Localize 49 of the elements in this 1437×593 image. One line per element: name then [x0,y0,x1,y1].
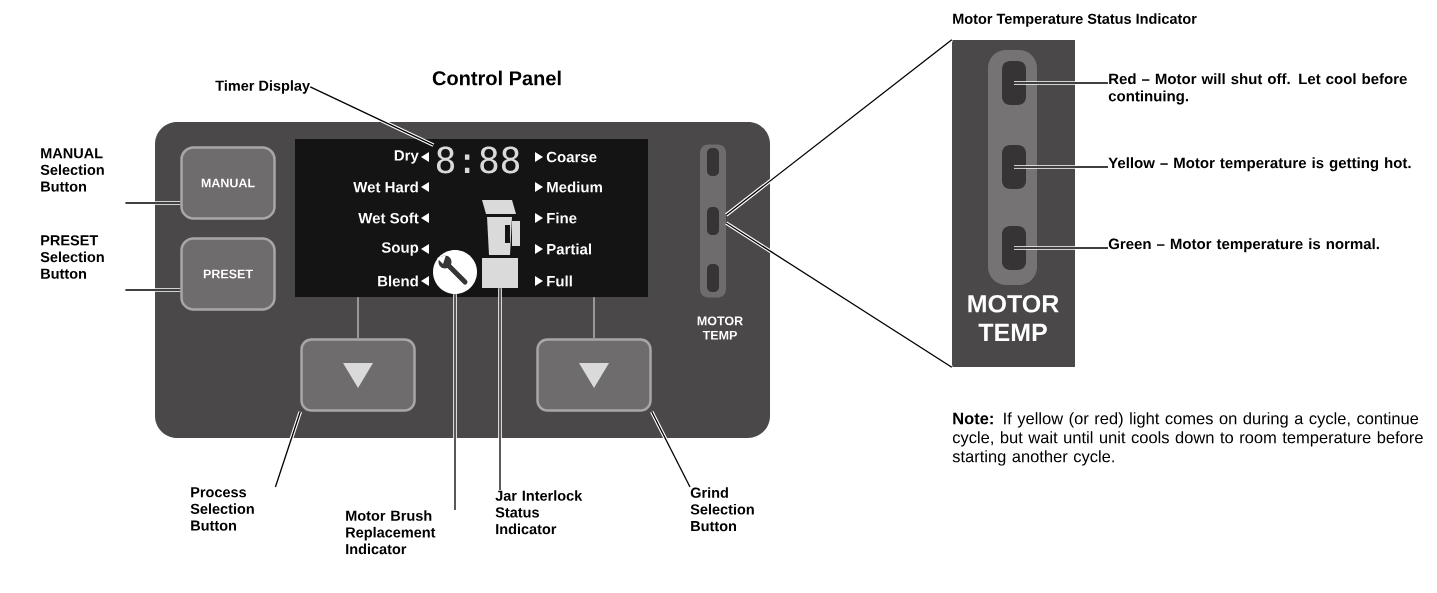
mode-label: Dry [394,150,429,164]
mode-label: Wet Hard [353,181,429,193]
down-button [536,338,652,412]
indicator-light [1002,145,1026,189]
note-text: Note: If yellow (or red) light comes on during a cycle, continue cycle, but wait until unit cools down to room temperature before starting another cycle. [952,412,1423,466]
callout-label: Motor Brush Replacement Indicator [346,510,436,555]
leader-line [498,287,502,491]
mode-label: Blend [378,275,429,287]
panel-heading: Motor Temperature Status Indicator [953,13,1197,27]
callout-label: Jar Interlock Status Indicator [495,490,583,535]
mode-label: Coarse [535,151,597,163]
jar-icon [482,200,520,288]
mode-label: Medium [535,181,602,193]
leader-line [309,85,435,147]
leader-line [1013,246,1109,250]
leader-line [650,410,692,488]
callout-label: Grind Selection Button [690,487,754,532]
status-description: Yellow – Motor temperature is getting hot. [1108,157,1411,172]
mode-label: Full [535,275,572,287]
mode-label: Fine [535,212,577,224]
down-button [300,338,416,412]
leader-line [1013,81,1109,85]
status-description: Red – Motor will shut off. Let cool before continuing. [1108,73,1407,105]
leader-line [593,296,595,340]
selection-button: PRESET [180,237,276,311]
leader-line [357,296,359,340]
leader-line [273,411,302,488]
callout-label: Timer Display [215,80,310,94]
timer-digits: 8:88 [436,146,520,174]
indicator-label: MOTOR TEMP [697,316,743,340]
callout-label: PRESET Selection Button [40,235,104,279]
leader-line [725,38,953,217]
leader-line [453,293,457,511]
leader-line [1013,165,1109,169]
mode-label: Soup [381,242,429,256]
status-description: Green – Motor temperature is normal. [1108,238,1379,253]
indicator-label: MOTOR TEMP [968,294,1059,342]
callout-label: Process Selection Button [190,487,254,531]
leader-line [124,201,181,205]
leader-line [725,221,953,369]
wrench-icon [433,250,477,294]
panel-title: Control Panel [432,70,561,86]
callout-label: MANUAL Selection Button [40,148,104,192]
mode-label: Partial [535,243,591,255]
mode-label: Wet Soft [358,212,429,224]
indicator-light [1002,61,1026,105]
lcd-display [295,139,648,297]
leader-line [124,288,181,292]
selection-button: MANUAL [180,146,276,220]
